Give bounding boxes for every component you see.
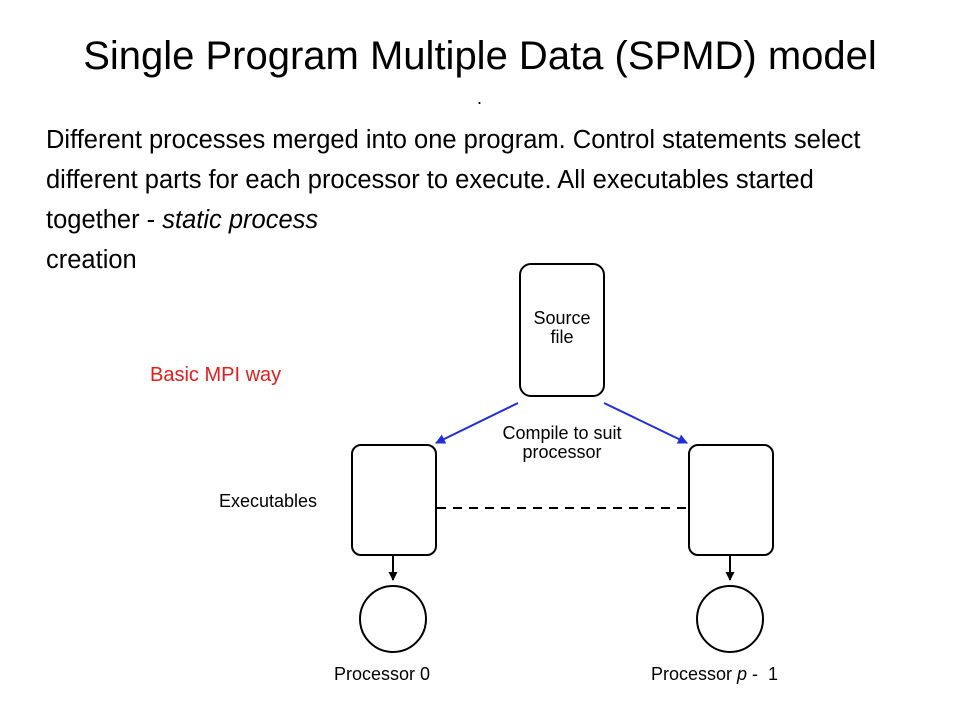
processor-circle-0 [359,585,427,653]
compile-arrow-right [603,402,688,444]
processor-last-prefix: Processor [651,664,738,684]
title-dot: . [477,88,483,108]
compile-arrow-left [435,402,519,444]
source-file-line-1: Source [533,308,591,328]
description-italic: static process [162,206,319,234]
basic-mpi-label: Basic MPI way [150,364,282,386]
processor-last-var: p [737,664,748,684]
processor-last-suffix: - 1 [747,664,779,684]
slide-title: Single Program Multiple Data (SPMD) mode… [83,34,877,78]
compile-line-2: processor [522,442,602,462]
processor-0-label: Processor 0 [334,664,431,684]
source-file-line-2: file [550,327,574,347]
executable-box-last [688,444,774,556]
compile-line-1: Compile to suit [502,423,622,443]
compile-label: Compile to suit processor [482,424,642,462]
processor-last-label: Processor p - 1 [651,665,778,684]
executables-label: Executables [219,491,318,511]
source-file-label: Source file [512,309,612,347]
source-file-box [519,263,605,397]
processor-circle-last [696,585,764,653]
executable-box-0 [351,444,437,556]
description-text: Different processes merged into one prog… [46,126,861,234]
description-paragraph: Different processes merged into one prog… [46,120,866,280]
description-tail: creation [46,246,137,274]
